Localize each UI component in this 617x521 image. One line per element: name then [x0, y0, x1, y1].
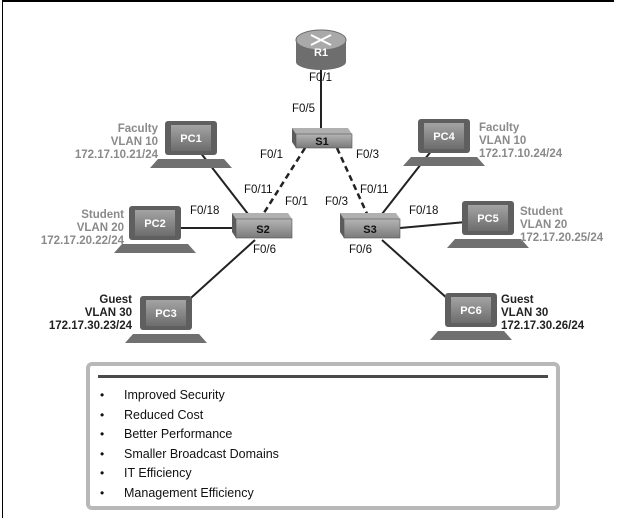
frame-top-border: [2, 0, 614, 2]
pc2: PC2: [114, 206, 196, 253]
pc6-label: PC6: [460, 305, 481, 317]
benefits-panel: • Improved Security • Reduced Cost • Better…: [86, 362, 560, 510]
bullet-icon: •: [100, 388, 105, 402]
pc4-label: PC4: [433, 131, 455, 143]
pc1-info: Faculty VLAN 10 172.17.10.21/24: [56, 123, 158, 162]
frame-left-border: [2, 0, 3, 518]
port-label: F0/3: [325, 196, 349, 208]
port-label: F0/3: [356, 149, 380, 161]
port-label: F0/6: [253, 244, 277, 256]
pc3-group: Guest: [99, 294, 132, 306]
link-s1-s3: [335, 147, 370, 217]
port-label: F0/18: [409, 205, 439, 217]
bullet-icon: •: [100, 446, 105, 461]
bullet-icon: •: [100, 485, 105, 500]
switch-s1: S1: [292, 128, 353, 149]
pc4-vlan: VLAN 10: [479, 135, 527, 147]
pc3: PC3: [125, 296, 207, 343]
list-item: • Smaller Broadcast Domains: [100, 445, 279, 465]
port-label: F0/11: [244, 184, 273, 196]
pc1-ip: 172.17.10.21/24: [74, 149, 158, 161]
pc4: PC4: [403, 119, 485, 166]
pc1: PC1: [150, 121, 232, 168]
pc6: PC6: [430, 293, 512, 340]
port-label: F0/18: [190, 205, 220, 217]
panel-divider: [98, 375, 548, 378]
pc3-info: Guest VLAN 30 172.17.30.23/24: [26, 294, 132, 333]
list-item-text: IT Efficiency: [124, 466, 192, 481]
list-item-text: Reduced Cost: [124, 407, 204, 422]
list-item-text: Better Performance: [124, 427, 233, 442]
link-s3-pc5: [399, 221, 467, 229]
links: [178, 64, 467, 309]
list-item-text: Improved Security: [124, 388, 225, 402]
pc1-vlan: VLAN 10: [110, 136, 158, 148]
pc2-vlan: VLAN 20: [76, 222, 124, 234]
pc4-group: Faculty: [479, 122, 520, 134]
router-label: R1: [314, 47, 328, 59]
pc1-group: Faculty: [117, 123, 158, 135]
pc4-ip: 172.17.10.24/24: [479, 148, 563, 160]
switch-s1-label: S1: [315, 136, 328, 148]
pc2-group: Student: [81, 209, 124, 221]
pc5-group: Student: [520, 206, 563, 218]
pc6-group: Guest: [501, 294, 534, 306]
bullet-icon: •: [100, 466, 105, 481]
pc1-label: PC1: [180, 133, 201, 145]
router-arrows-icon: [310, 34, 332, 46]
pc2-label: PC2: [144, 218, 165, 230]
bullet-icon: •: [100, 427, 105, 442]
list-item: • Better Performance: [100, 425, 279, 445]
pc5-label: PC5: [477, 213, 498, 225]
pc2-info: Student VLAN 20 172.17.20.22/24: [14, 209, 124, 248]
port-label: F0/1: [285, 196, 309, 208]
pc5-ip: 172.17.20.25/24: [520, 232, 604, 244]
list-item: • Improved Security: [100, 386, 279, 406]
switch-s3: S3: [340, 213, 401, 239]
pc5-info: Student VLAN 20 172.17.20.25/24: [520, 206, 603, 245]
list-item: • IT Efficiency: [100, 464, 279, 484]
pc6-vlan: VLAN 30: [501, 307, 549, 319]
list-item-text: Smaller Broadcast Domains: [124, 446, 279, 461]
pc5: PC5: [447, 201, 529, 248]
pc3-label: PC3: [155, 308, 176, 320]
pc6-info: Guest VLAN 30 172.17.30.26/24: [501, 294, 584, 333]
pc4-info: Faculty VLAN 10 172.17.10.24/24: [479, 122, 562, 161]
pc6-ip: 172.17.30.26/24: [501, 320, 585, 332]
switch-s2: S2: [232, 213, 293, 239]
list-item-text: Management Efficiency: [124, 485, 254, 500]
bullet-icon: •: [100, 407, 105, 422]
list-item: • Management Efficiency: [100, 484, 279, 504]
pc3-vlan: VLAN 30: [84, 307, 132, 319]
port-label: F0/1: [260, 149, 284, 161]
switch-s2-label: S2: [256, 224, 269, 236]
port-label: F0/11: [360, 184, 389, 196]
router-r1: R1: [295, 29, 347, 70]
pc2-ip: 172.17.20.22/24: [40, 235, 124, 247]
link-s2-pc3: [181, 239, 256, 307]
port-label: F0/5: [292, 103, 316, 115]
pc5-vlan: VLAN 20: [520, 219, 568, 231]
port-label: F0/6: [349, 244, 373, 256]
link-s1-s2: [260, 147, 307, 217]
list-item: • Reduced Cost: [100, 406, 279, 426]
pc3-ip: 172.17.30.23/24: [48, 320, 132, 332]
port-label: F0/1: [309, 72, 333, 84]
benefits-list: • Improved Security • Reduced Cost • Better…: [100, 386, 279, 504]
switch-s3-label: S3: [363, 224, 376, 236]
